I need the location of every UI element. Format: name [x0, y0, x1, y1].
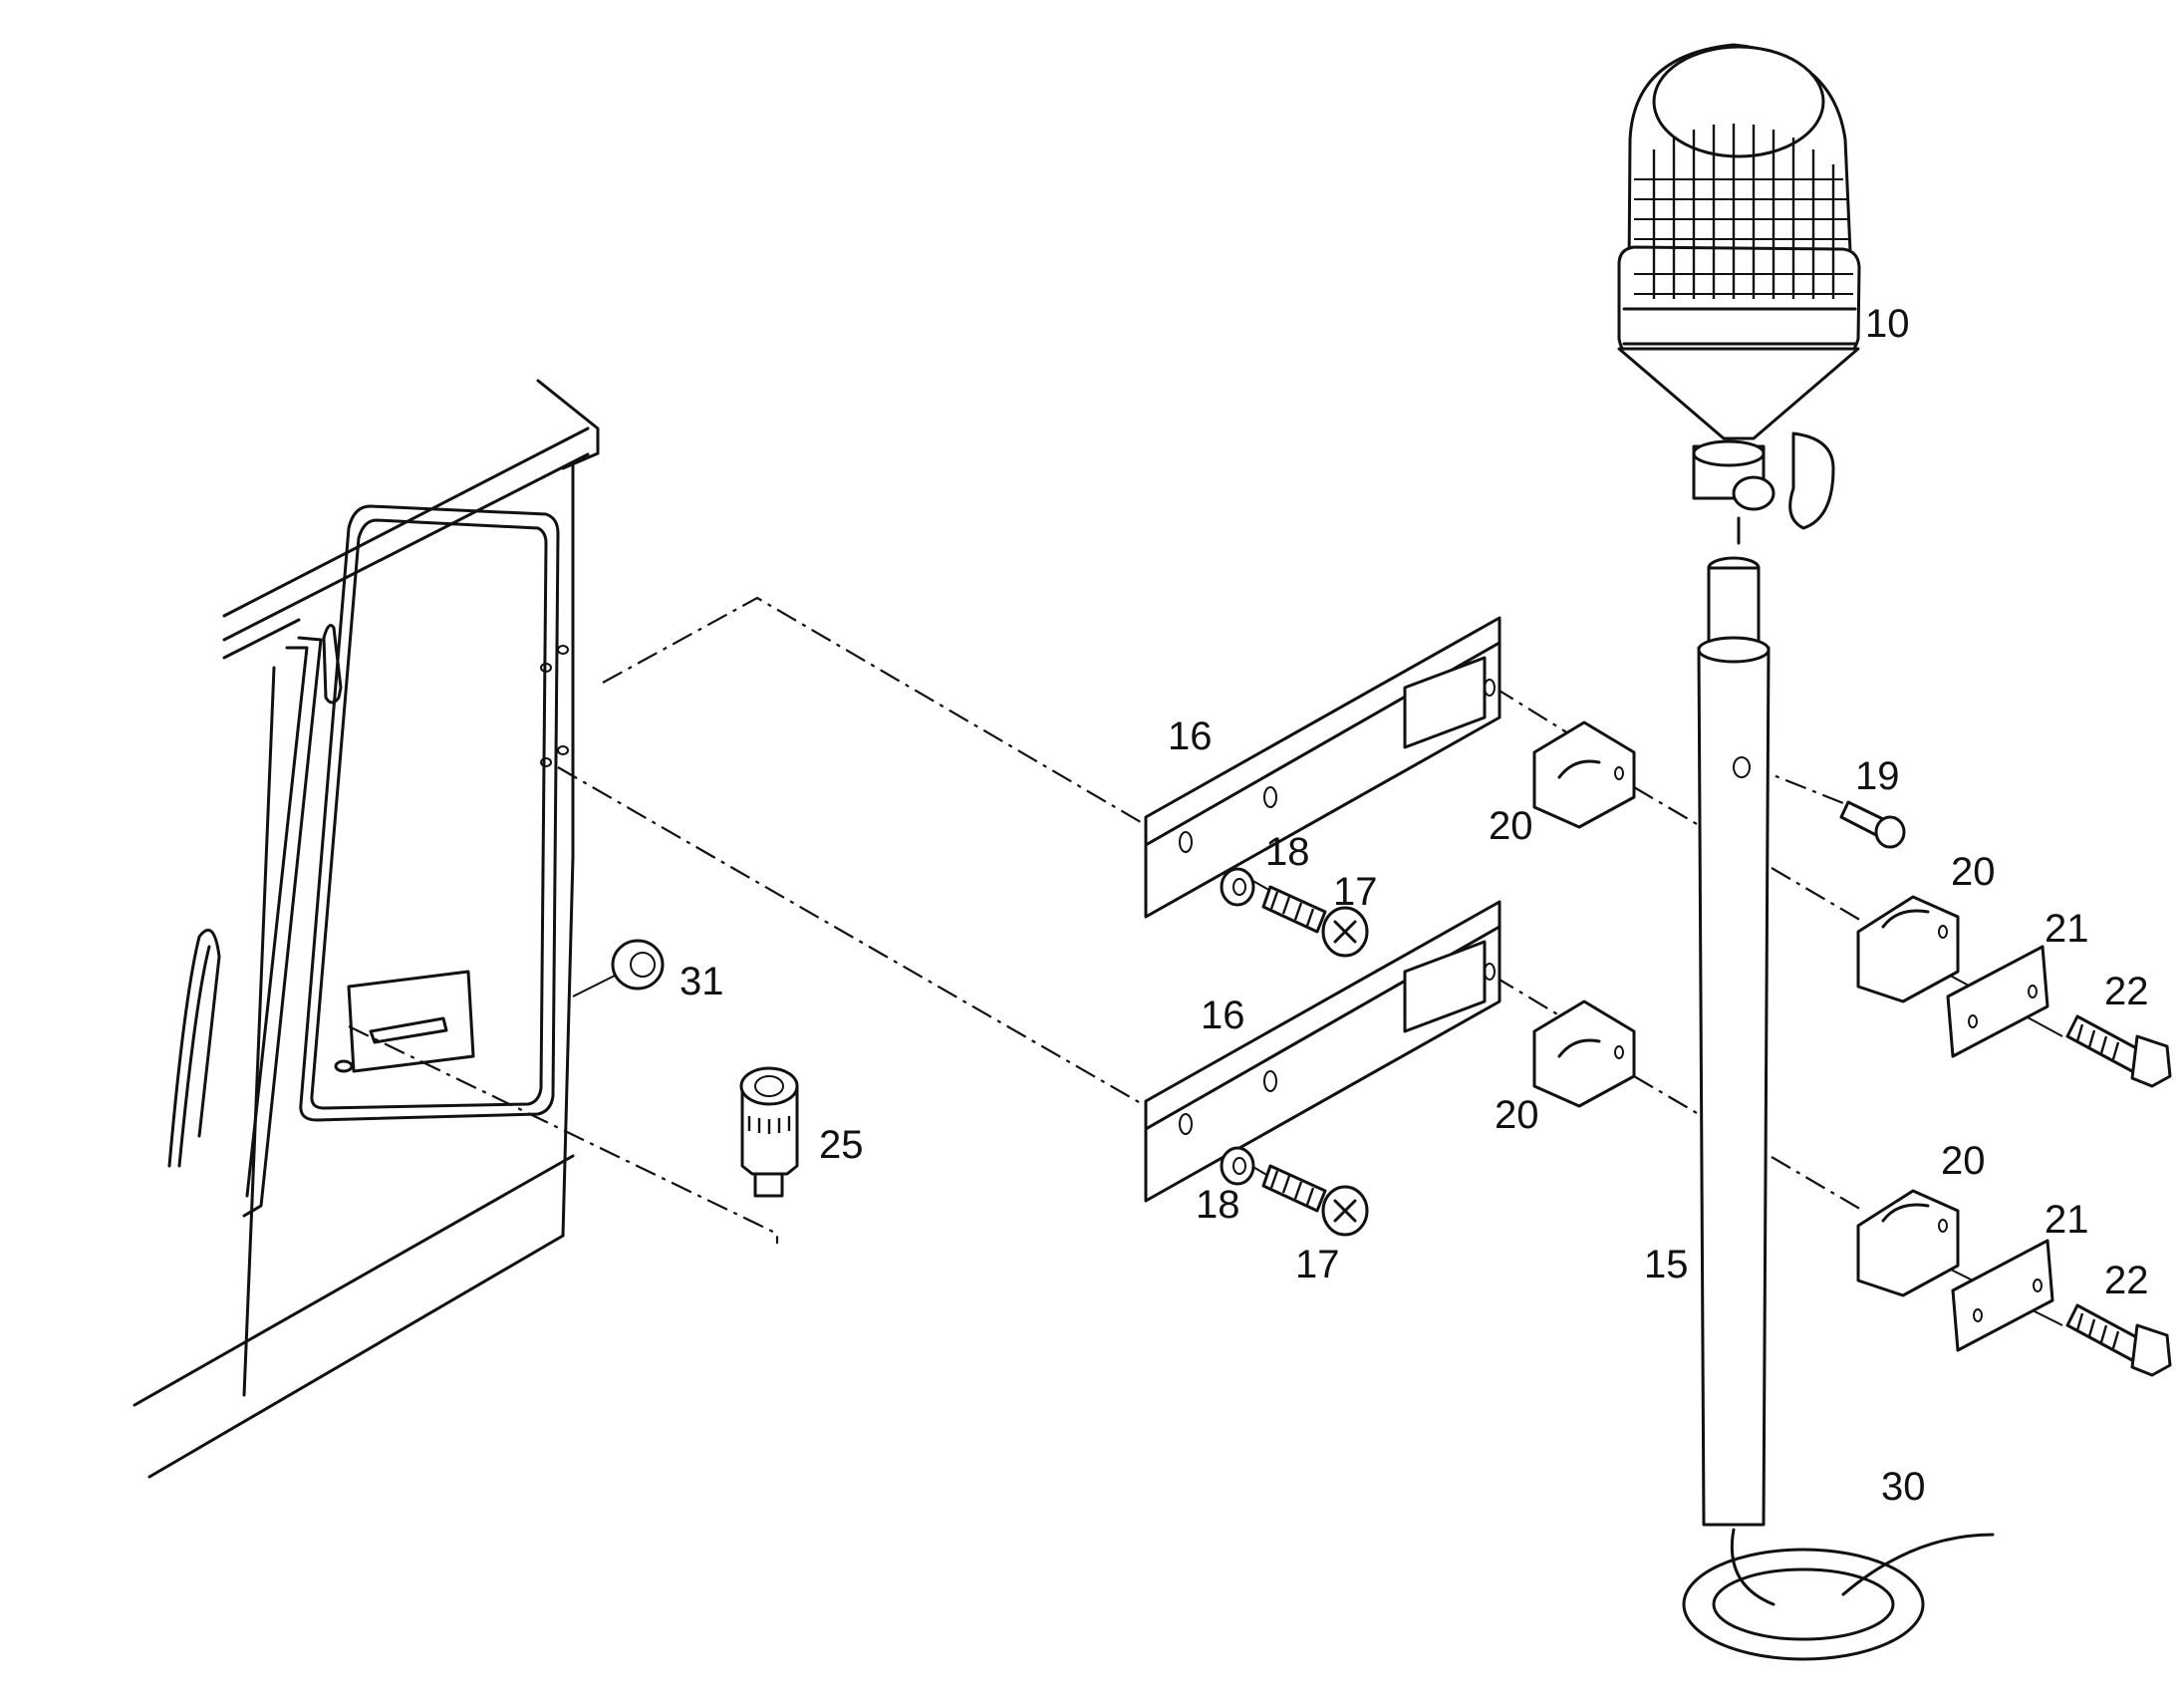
callout-22: 22 [2104, 970, 2149, 1013]
callout-10: 10 [1865, 302, 1910, 346]
callout-19: 19 [1855, 754, 1900, 798]
clamp-block [1856, 895, 1960, 1003]
screw [1261, 885, 1369, 958]
callout-17: 17 [1333, 870, 1378, 914]
callout-20: 20 [1941, 1139, 1986, 1183]
hex-bolt [2065, 1303, 2172, 1377]
clamp-block [1532, 999, 1636, 1108]
lens-ribs [1634, 124, 1853, 299]
set-screw [1839, 800, 1906, 849]
callout-labels: 10 15 16 16 17 17 18 18 19 20 20 20 20 2… [680, 302, 2149, 1509]
callout-21: 21 [2045, 1198, 2089, 1242]
grommet [611, 939, 665, 991]
callout-17: 17 [1295, 1243, 1340, 1286]
screw [1261, 1164, 1369, 1237]
bracket-plate-upper [1144, 616, 1502, 919]
hex-bolt [2065, 1014, 2172, 1088]
washer [1220, 1146, 1255, 1186]
callout-30: 30 [1881, 1465, 1926, 1509]
callout-31: 31 [680, 960, 724, 1003]
callout-20: 20 [1489, 804, 1533, 848]
callout-16: 16 [1201, 994, 1245, 1037]
callout-21: 21 [2045, 907, 2089, 951]
clamp-block [1856, 1189, 1960, 1297]
bracket-plate-lower [1144, 900, 1502, 1203]
clamp-plate [1946, 945, 2049, 1058]
callout-20: 20 [1495, 1093, 1539, 1137]
callout-15: 15 [1644, 1243, 1689, 1286]
callout-22: 22 [2104, 1259, 2149, 1302]
callout-20: 20 [1951, 850, 1996, 894]
callout-18: 18 [1265, 830, 1310, 874]
mounting-pole [1682, 556, 1995, 1661]
beacon-lamp [1617, 43, 1861, 545]
callout-18: 18 [1196, 1183, 1240, 1227]
clamp-plate [1951, 1239, 2054, 1352]
clamp-block [1532, 720, 1636, 829]
callout-16: 16 [1168, 714, 1213, 758]
cab-body [133, 379, 600, 1479]
callout-25: 25 [819, 1123, 864, 1167]
power-socket [739, 1066, 799, 1198]
washer [1220, 867, 1255, 907]
